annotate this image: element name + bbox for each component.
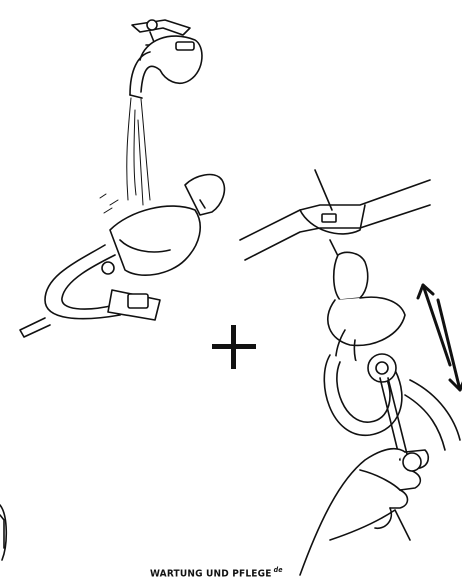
up-down-arrows-icon (418, 285, 462, 390)
footer-language-tag: de (274, 566, 283, 574)
edge-fragment (0, 505, 6, 560)
plus-icon (212, 325, 256, 369)
bleed-tool-icon (324, 252, 460, 460)
brake-lever-icon (20, 175, 224, 337)
hand-icon (300, 449, 428, 575)
footer-title: WARTUNG UND PFLEGE (150, 568, 272, 579)
faucet-icon (130, 20, 202, 98)
handlebar-icon (240, 170, 430, 260)
